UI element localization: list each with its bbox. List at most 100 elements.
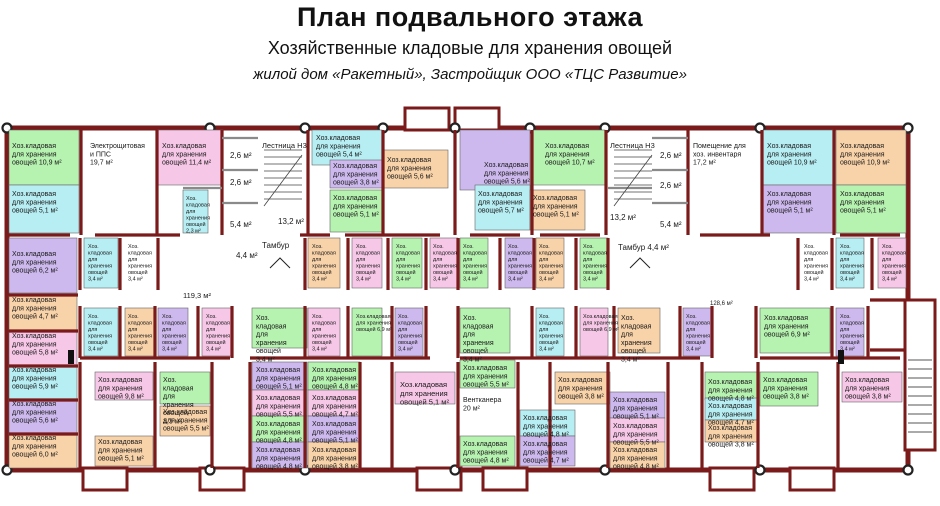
room-label-line: овощей <box>621 347 646 355</box>
room-label-line: для хранения <box>763 385 808 392</box>
room-label-line: Хоз. <box>356 244 367 250</box>
room-label-line: для хранения <box>12 409 57 416</box>
room-label-line: для хранения <box>708 387 753 394</box>
room-label-line: для <box>88 327 97 333</box>
room-label-line: овощей 4,8 м² <box>463 457 509 465</box>
room-label-line: для <box>162 327 171 333</box>
room-label-line: кладовая <box>312 250 336 256</box>
room-label-line: овощей <box>312 339 332 346</box>
room-label: 2,6 м² <box>230 151 252 160</box>
room-label-line: хранения <box>186 215 210 221</box>
room-block <box>251 307 308 349</box>
room-label-line: 5,4 м² <box>660 220 682 229</box>
room-label-line: кладовая <box>840 320 864 326</box>
room-label-line: для хранения <box>312 455 357 462</box>
room-block <box>504 237 534 289</box>
room-label-line: овощей <box>128 339 148 346</box>
room-label-line: 3,4 м² <box>508 276 523 282</box>
room-label-line: Хоз. <box>256 315 270 322</box>
room-label-line: Хоз.кладовая <box>558 377 602 384</box>
room-label-line: 3,4 м² <box>128 276 143 282</box>
room-label-line: хранения <box>686 333 710 339</box>
room-block <box>835 307 865 357</box>
room-label-line: овощей <box>463 269 483 276</box>
room-label-line: Хоз. <box>463 244 474 250</box>
room-label-line: для <box>186 209 195 215</box>
room-label-line: хранения <box>840 263 864 269</box>
room-label-line: для хранения <box>840 199 885 206</box>
room-label-line: кладовая <box>356 250 380 256</box>
room-label-line: Лестница Н3 <box>262 141 307 150</box>
room-label-line: 3,3 м² <box>163 418 182 425</box>
room-label: 4,4 м² <box>236 251 258 260</box>
room-label-line: для <box>539 327 548 333</box>
room-label-line: Хоз.кладовая <box>387 157 431 164</box>
room-label-line: Хоз.кладовая <box>523 441 567 448</box>
room-label-line: Хоз. <box>206 314 217 320</box>
room-label-line: 3,4 м² <box>356 276 371 282</box>
room-label-line: овощей 6,2 м² <box>12 267 58 275</box>
room-label-line: для хранения <box>613 405 658 412</box>
room-label-line: 3,4 м² <box>882 276 897 282</box>
room-label-line: кладовая <box>621 323 652 330</box>
room-label-line: кладовая <box>539 250 563 256</box>
room-label-line: овощей 9,8 м² <box>98 393 144 401</box>
room-label-line: Хоз. <box>433 244 444 250</box>
room-label-line: для хранения <box>708 433 753 440</box>
room-label-line: для хранения <box>162 151 207 158</box>
room-label-line: 3,4 м² <box>583 276 598 282</box>
room-label-line: 4,4 м² <box>236 251 258 260</box>
room-label-line: для хранения <box>478 199 523 206</box>
column-marker <box>902 464 914 476</box>
room-block <box>835 237 865 289</box>
room-label-line: Хоз.кладовая <box>484 162 528 169</box>
room-label-line: Хоз. <box>840 314 851 320</box>
room-label-line: овощей 10,9 м² <box>12 159 62 167</box>
room-label-line: для <box>686 327 695 333</box>
room-label-line: Хоз.кладовая <box>613 397 657 404</box>
room-label-line: Хоз.кладовая <box>312 447 356 454</box>
room-label-line: кладовая <box>508 250 532 256</box>
room-label-line: 3,4 м² <box>621 356 640 363</box>
room-label-line: овощей <box>186 221 206 228</box>
room-label-line: для <box>312 327 321 333</box>
room-block <box>8 184 80 234</box>
room-block <box>529 189 586 231</box>
room-label-line: овощей 5,1 м² <box>400 398 449 407</box>
room-label-line: овощей 4,7 м² <box>523 457 569 465</box>
room-label-line: кладовая <box>396 250 420 256</box>
room-label-line: 3,4 м² <box>206 346 221 352</box>
room-block <box>459 129 531 191</box>
room-label-line: хранения <box>882 263 906 269</box>
room-label-line: овощей <box>398 339 418 346</box>
plan-caption: жилой дом «Ракетный», Застройщик ООО «ТЦ… <box>253 66 687 83</box>
room-label-line: кладовая <box>88 320 112 326</box>
room-label-line: Хоз.кладовая <box>12 333 56 340</box>
room-label-line: для хранения <box>533 203 578 210</box>
room-label-line: Хоз.кладовая <box>12 297 56 304</box>
room-label-line: овощей <box>396 269 416 276</box>
room-label-line: для хранения <box>613 431 658 438</box>
room-label-line: для хранения <box>400 389 448 398</box>
room-label-line: Хоз.кладовая <box>763 377 807 384</box>
room-label-line: для хранения <box>333 203 378 210</box>
room-label-line: Хоз. <box>398 314 409 320</box>
room-block <box>535 307 565 357</box>
room-label-line: Хоз.кладовая <box>356 314 391 320</box>
